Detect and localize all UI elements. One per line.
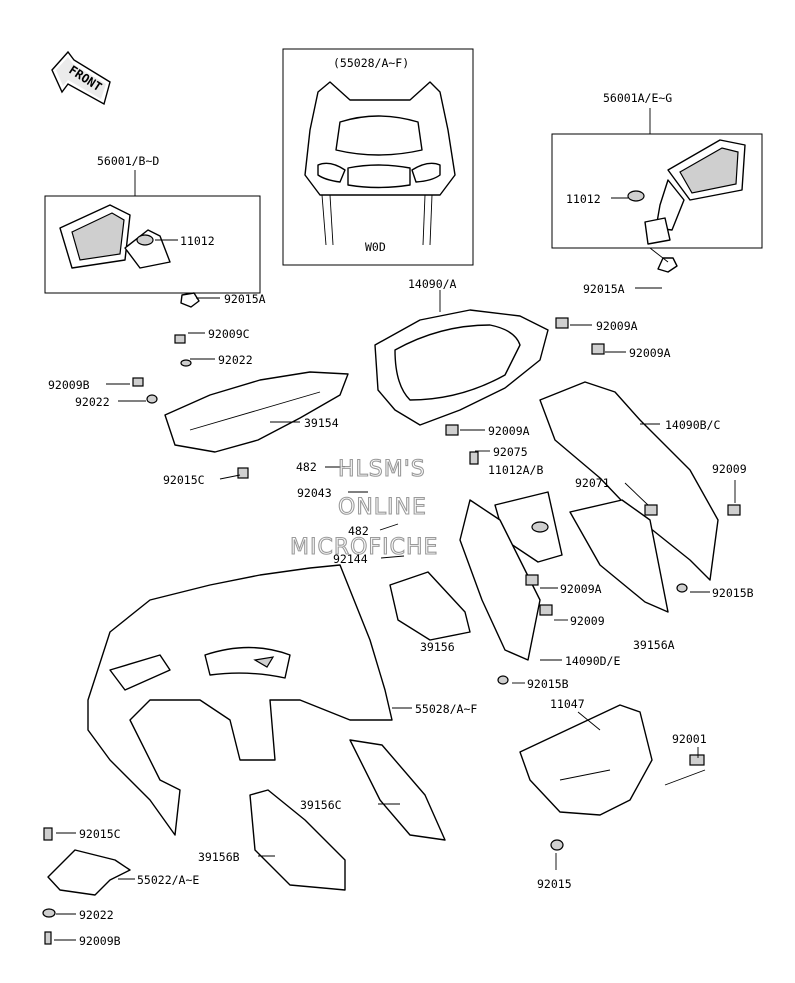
- watermark-line-3: MICROFICHE: [290, 535, 438, 560]
- label-14090DE: 14090D/E: [565, 654, 620, 668]
- label-windshield-set: (55028/A~F): [333, 56, 409, 70]
- front-arrow-icon: FRONT: [51, 50, 111, 106]
- label-39156A: 39156A: [633, 638, 675, 652]
- label-92022-left: 92022: [75, 395, 110, 409]
- label-39156B: 39156B: [198, 850, 240, 864]
- windshield-upper-cowl: [304, 81, 456, 246]
- label-39156: 39156: [420, 640, 455, 654]
- label-55028AF: 55028/A~F: [415, 702, 477, 716]
- lower-panel-c: [349, 739, 446, 841]
- label-92015C-low: 92015C: [79, 827, 121, 841]
- label-92015-low: 92015: [537, 877, 572, 891]
- watermark: HLSM'S ONLINE MICROFICHE: [289, 456, 438, 560]
- windshield-inset-box: [282, 48, 474, 266]
- watermark-line-2: ONLINE: [338, 495, 427, 520]
- label-14090A: 14090/A: [408, 277, 457, 291]
- label-92009A-2: 92009A: [629, 346, 671, 360]
- label-482-mid: 482: [348, 524, 369, 538]
- label-11012-left: 11012: [180, 234, 215, 248]
- label-11012-right: 11012: [566, 192, 601, 206]
- label-92009B-left: 92009B: [48, 378, 90, 392]
- side-cover: [539, 381, 719, 581]
- label-92022-top: 92022: [218, 353, 253, 367]
- callout-labels: (55028/A~F) 56001A/E~G 56001/B~D 11012 1…: [48, 56, 754, 948]
- label-mirror-right: 56001A/E~G: [603, 91, 672, 105]
- mirror-right: [627, 139, 746, 273]
- label-14090BC: 14090B/C: [665, 418, 720, 432]
- label-92043: 92043: [297, 486, 332, 500]
- watermark-line-1: HLSM'S: [338, 457, 426, 482]
- meter-cover: [374, 309, 549, 426]
- label-92001: 92001: [672, 732, 707, 746]
- inner-cover-center: [389, 491, 669, 661]
- label-92015A-left: 92015A: [224, 292, 266, 306]
- label-92009-right: 92009: [712, 462, 747, 476]
- label-92015C-mid: 92015C: [163, 473, 205, 487]
- main-fairing: [87, 564, 393, 836]
- label-mirror-left: 56001/B~D: [97, 154, 159, 168]
- label-92009C-top: 92009C: [208, 327, 250, 341]
- label-92009-mid: 92009: [570, 614, 605, 628]
- small-bracket: [42, 827, 131, 945]
- label-92015B-right: 92015B: [712, 586, 754, 600]
- leader-lines: [54, 108, 736, 941]
- label-92015B-mid: 92015B: [527, 677, 569, 691]
- mirror-right-box: [551, 133, 763, 249]
- label-11012AB: 11012A/B: [488, 463, 543, 477]
- label-92009A-1: 92009A: [596, 319, 638, 333]
- label-55022AE: 55022/A~E: [137, 873, 199, 887]
- label-482-top: 482: [296, 460, 317, 474]
- label-92144: 92144: [333, 552, 368, 566]
- label-92075: 92075: [493, 445, 528, 459]
- mirror-left: [59, 204, 200, 308]
- label-92022-low: 92022: [79, 908, 114, 922]
- label-39156C: 39156C: [300, 798, 342, 812]
- inner-panel: [164, 371, 349, 453]
- fastener-icons: [132, 317, 741, 766]
- label-variant: W0D: [365, 240, 386, 254]
- label-11047: 11047: [550, 697, 585, 711]
- label-92009A-4: 92009A: [560, 582, 602, 596]
- label-92071: 92071: [575, 476, 610, 490]
- label-92009A-3: 92009A: [488, 424, 530, 438]
- label-39154: 39154: [304, 416, 339, 430]
- mirror-left-box: [44, 195, 261, 294]
- stay-bracket: [519, 704, 706, 851]
- label-92015A-right: 92015A: [583, 282, 625, 296]
- label-92009B-low: 92009B: [79, 934, 121, 948]
